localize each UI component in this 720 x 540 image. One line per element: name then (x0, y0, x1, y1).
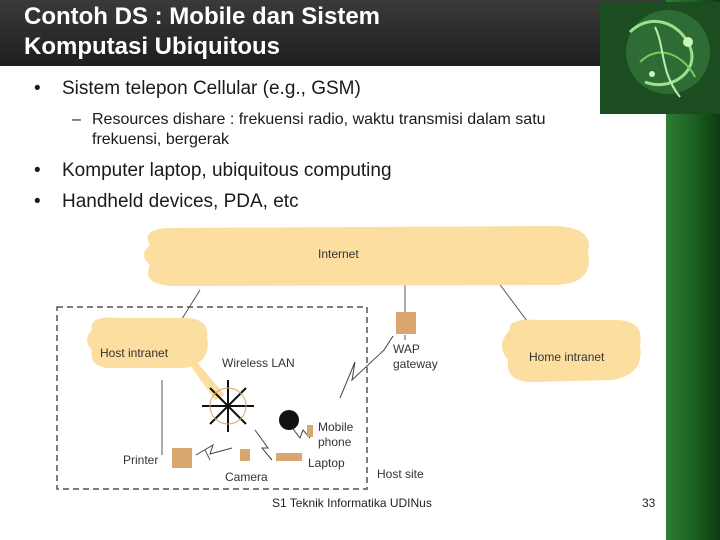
home-intranet-label: Home intranet (529, 350, 605, 364)
wap-gateway-icon (396, 312, 416, 334)
internet-cloud (144, 226, 589, 286)
bullet-item: • Handheld devices, PDA, etc (34, 191, 299, 213)
wireless-lan-label: Wireless LAN (222, 356, 295, 370)
dash-symbol: – (72, 111, 81, 128)
bullet-symbol: • (34, 191, 41, 212)
bullet-item: • Komputer laptop, ubiquitous computing (34, 160, 392, 182)
wap-label-line-1: WAP (393, 342, 420, 356)
wap-label-line-2: gateway (393, 357, 438, 371)
page-number: 33 (642, 496, 656, 510)
sub-bullet-item: – Resources dishare : frekuensi radio, w… (72, 110, 592, 150)
bullet-text: Komputer laptop, ubiquitous computing (62, 160, 392, 181)
laptop-label: Laptop (308, 456, 345, 470)
bullet-text: Handheld devices, PDA, etc (62, 191, 299, 212)
sub-bullet-text: Resources dishare : frekuensi radio, wak… (92, 111, 546, 148)
printer-icon (172, 448, 192, 468)
bullet-symbol: • (34, 160, 41, 181)
bullet-item: • Sistem telepon Cellular (e.g., GSM) (34, 78, 361, 100)
slide-title-line-1: Contoh DS : Mobile dan Sistem (24, 3, 381, 30)
camera-icon (240, 449, 250, 461)
mobile-phone-label-line-1: Mobile (318, 420, 354, 434)
bullet-symbol: • (34, 78, 41, 99)
slide-title: Contoh DS : Mobile dan Sistem Komputasi … (24, 2, 380, 62)
host-intranet-cloud (87, 317, 208, 369)
laptop-icon (276, 453, 302, 461)
footer-text: S1 Teknik Informatika UDINus (272, 496, 432, 510)
host-site-box (56, 306, 368, 490)
mobile-phone-icon (307, 425, 313, 437)
slide-title-line-2: Komputasi Ubiquitous (24, 33, 280, 60)
mobile-phone-label-line-2: phone (318, 435, 352, 449)
camera-label: Camera (225, 470, 268, 484)
bullet-text: Sistem telepon Cellular (e.g., GSM) (62, 78, 361, 99)
wireless-antenna-icon (202, 380, 254, 432)
mobile-phone-dot-icon (279, 410, 299, 430)
printer-label: Printer (123, 453, 158, 467)
home-intranet-cloud (501, 319, 641, 383)
host-site-label: Host site (377, 467, 424, 481)
green-swirl-logo-icon (600, 2, 720, 114)
internet-label: Internet (318, 247, 359, 261)
host-intranet-label: Host intranet (100, 346, 169, 360)
